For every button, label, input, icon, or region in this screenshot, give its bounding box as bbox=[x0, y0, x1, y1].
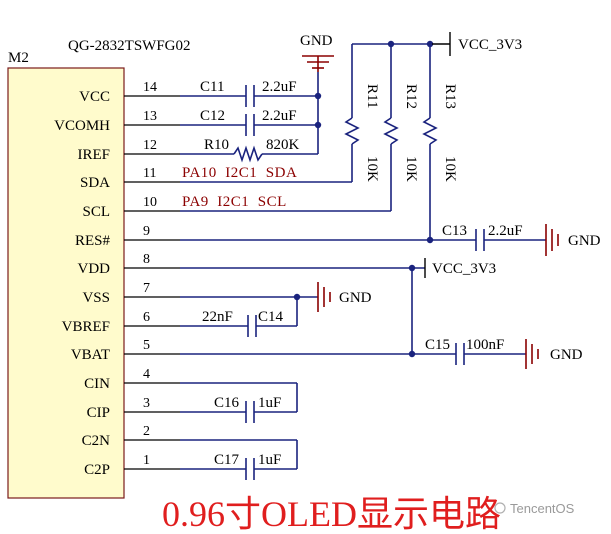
gnd-label-res: GND bbox=[568, 233, 601, 249]
component-designator: M2 bbox=[8, 50, 29, 66]
capacitor-plates bbox=[245, 85, 485, 480]
pin-num-9: 9 bbox=[143, 224, 150, 239]
c13-value: 2.2uF bbox=[488, 223, 523, 239]
c14-ref: C14 bbox=[258, 309, 284, 325]
pin-name-cip: CIP bbox=[87, 405, 110, 421]
pin-name-c2n: C2N bbox=[82, 433, 111, 449]
c15-value: 100nF bbox=[466, 337, 504, 353]
pin-name-vcomh: VCOMH bbox=[54, 118, 110, 134]
c11-ref: C11 bbox=[200, 79, 224, 95]
c11-value: 2.2uF bbox=[262, 79, 297, 95]
pin-name-scl: SCL bbox=[82, 204, 110, 220]
pin-name-vbref: VBREF bbox=[62, 319, 110, 335]
net-wires bbox=[180, 43, 546, 470]
pin-num-4: 4 bbox=[143, 367, 150, 382]
r11-ref: R11 bbox=[364, 84, 380, 108]
pin-name-sda: SDA bbox=[80, 175, 110, 191]
pin-num-12: 12 bbox=[143, 138, 157, 153]
c12-value: 2.2uF bbox=[262, 108, 297, 124]
pin-name-iref: IREF bbox=[77, 147, 110, 163]
pin-num-7: 7 bbox=[143, 281, 150, 296]
pin-name-vss: VSS bbox=[82, 290, 110, 306]
r10-value: 820K bbox=[266, 137, 300, 153]
pin-num-2: 2 bbox=[143, 424, 150, 439]
watermark-logo-icon bbox=[494, 502, 506, 514]
pin-name-res: RES# bbox=[75, 233, 111, 249]
ground-symbol-top bbox=[302, 55, 334, 72]
watermark-text: TencentOS bbox=[510, 501, 575, 516]
r11-value: 10K bbox=[364, 156, 380, 182]
pin-num-3: 3 bbox=[143, 396, 150, 411]
pin-num-5: 5 bbox=[143, 338, 150, 353]
gnd-label-top: GND bbox=[300, 33, 333, 49]
pin-name-cin: CIN bbox=[84, 376, 110, 392]
pin-num-14: 14 bbox=[143, 80, 157, 95]
junction-dots bbox=[293, 40, 434, 358]
r13-ref: R13 bbox=[442, 84, 458, 109]
c17-ref: C17 bbox=[214, 452, 240, 468]
r12-ref: R12 bbox=[403, 84, 419, 109]
pin-num-8: 8 bbox=[143, 252, 150, 267]
ground-symbol-res bbox=[545, 224, 559, 256]
pin-num-6: 6 bbox=[143, 310, 150, 325]
pin-name-vdd: VDD bbox=[78, 261, 111, 277]
c17-value: 1uF bbox=[258, 452, 281, 468]
vcc-symbol-top bbox=[432, 32, 451, 56]
sda-net-label: PA10 I2C1 SDA bbox=[182, 165, 297, 181]
c13-ref: C13 bbox=[442, 223, 467, 239]
r13-value: 10K bbox=[442, 156, 458, 182]
pin-name-vcc: VCC bbox=[79, 89, 110, 105]
c16-ref: C16 bbox=[214, 395, 240, 411]
r10-ref: R10 bbox=[204, 137, 229, 153]
c14-value: 22nF bbox=[202, 309, 233, 325]
gnd-label-vss: GND bbox=[339, 290, 372, 306]
pin-num-11: 11 bbox=[143, 166, 156, 181]
c12-ref: C12 bbox=[200, 108, 225, 124]
c16-value: 1uF bbox=[258, 395, 281, 411]
ground-symbol-vss bbox=[317, 282, 331, 312]
circuit-caption: 0.96寸OLED显示电路 bbox=[162, 494, 501, 534]
component-part-number: QG-2832TSWFG02 bbox=[68, 38, 191, 54]
pin-num-10: 10 bbox=[143, 195, 157, 210]
oled-module-body bbox=[7, 67, 125, 499]
pin-num-13: 13 bbox=[143, 109, 157, 124]
pin-leads bbox=[124, 95, 180, 470]
gnd-label-vbat: GND bbox=[550, 347, 583, 363]
r12-value: 10K bbox=[403, 156, 419, 182]
pin-num-1: 1 bbox=[143, 453, 150, 468]
pin-name-c2p: C2P bbox=[84, 462, 110, 478]
pin-name-vbat: VBAT bbox=[71, 347, 110, 363]
vcc-label-vdd: VCC_3V3 bbox=[432, 261, 496, 277]
ground-symbol-vbat bbox=[525, 339, 539, 369]
scl-net-label: PA9 I2C1 SCL bbox=[182, 194, 287, 210]
vcc-label-top: VCC_3V3 bbox=[458, 37, 522, 53]
c15-ref: C15 bbox=[425, 337, 450, 353]
watermark: TencentOS bbox=[494, 501, 575, 516]
